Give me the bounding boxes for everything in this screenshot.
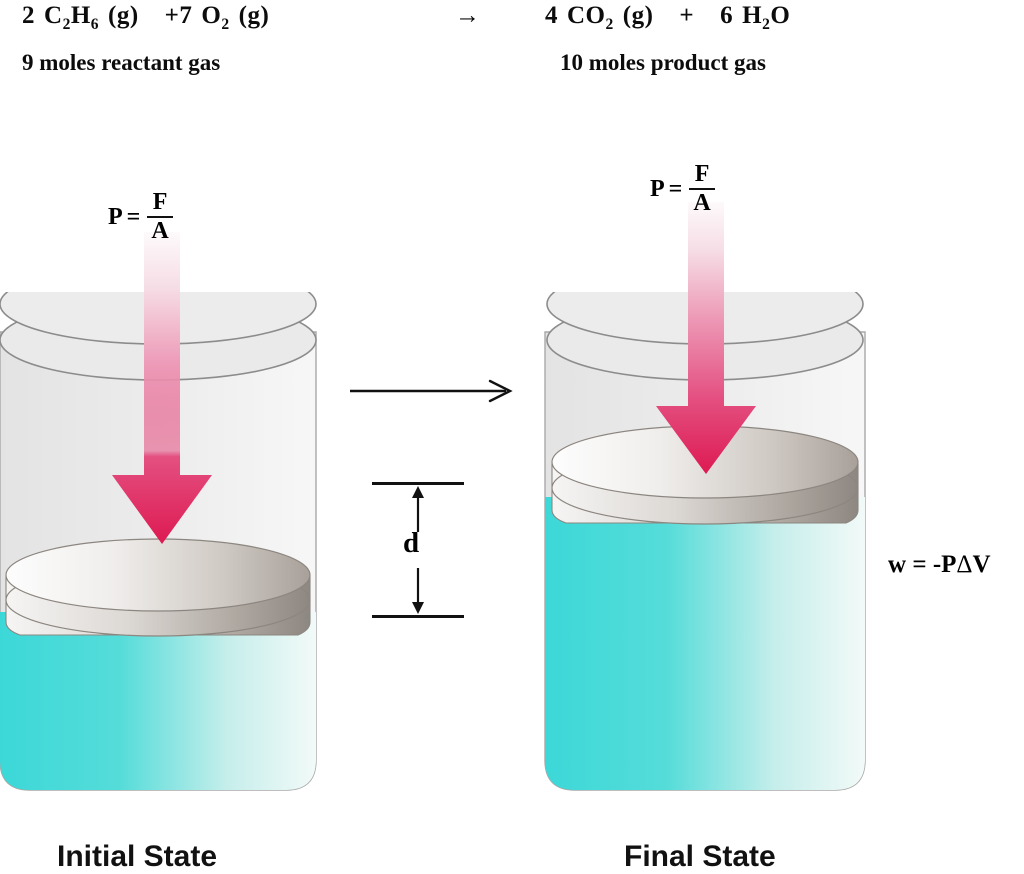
distance-tick-top [372,482,464,485]
piston-final [551,425,859,525]
pressure-arrow-initial [106,232,218,567]
state-transition-arrow [348,378,516,409]
pressure-symbol: P [650,175,665,202]
product-moles-label: 10 moles product gas [560,50,766,75]
arrow-down-icon [656,202,756,474]
product-species-water: H2O [742,2,791,33]
area-denominator: A [151,218,169,245]
caption-final-state: Final State [624,840,776,873]
reactant-species-ethane: C2H6 [44,2,99,33]
force-numerator: F [152,189,168,215]
work-symbol: w [888,551,907,578]
co2-symbol: CO [567,2,606,29]
reactant-state-1: (g) [108,2,139,29]
arrow-down-small-icon [412,568,424,614]
reactant-state-2: (g) [238,2,270,29]
product-plus: + [679,2,695,29]
distance-tick-bottom [372,615,464,618]
water-hydrogen-sub: 2 [762,16,771,33]
force-over-area-fraction: F A [146,189,174,245]
work-expression: -P [932,551,957,578]
pressure-label-final: P = F A [650,162,716,216]
pressure-arrow-final [650,202,762,497]
water-oxygen: O [770,2,791,29]
product-coefficient-1: 4 [545,2,558,29]
force-numerator: F [694,161,710,187]
fraction-bar [689,187,716,191]
product-coefficient-2: 6 [720,2,734,29]
volume-symbol: V [972,551,991,578]
equation-yields-arrow: → [455,2,480,29]
fraction-bar [147,215,174,219]
pressure-equals: = [126,203,141,230]
ethane-carbon-sub: 2 [62,16,71,33]
distance-label: d [403,527,420,559]
distance-marker: d [372,482,464,618]
oxygen-sub: 2 [221,16,230,33]
product-state-1: (g) [622,2,654,29]
product-species-carbon-dioxide: CO2 [567,2,614,33]
pressure-label-initial: P = F A [108,190,174,244]
area-denominator: A [693,190,711,217]
water-hydrogen: H [742,2,763,29]
ethane-carbon: C [44,2,63,29]
cylinder-initial-state [0,292,328,792]
reactant-coefficient-1: 2 [22,2,35,29]
ethane-hydrogen: H [70,2,91,29]
reactant-species-oxygen: O2 [201,2,229,33]
work-equals: = [912,551,927,578]
reactant-plus: + [164,2,180,29]
pressure-symbol: P [108,203,123,230]
liquid-initial [0,612,316,790]
delta-symbol: Δ [956,551,973,578]
co2-sub: 2 [605,16,614,33]
work-equation-label: w = -PΔV [888,551,991,579]
caption-initial-state: Initial State [57,840,218,873]
ethane-hydrogen-sub: 6 [90,16,100,33]
liquid-final [545,497,865,790]
arrow-down-icon [112,232,212,544]
reactant-coefficient-2: 7 [179,2,193,29]
force-over-area-fraction: F A [688,161,716,217]
piston-initial [5,538,311,637]
arrow-up-small-icon [412,486,424,532]
arrow-right-icon [350,379,513,403]
pressure-equals: = [668,175,683,202]
oxygen-symbol: O [201,2,222,29]
reactant-moles-label: 9 moles reactant gas [22,50,221,75]
